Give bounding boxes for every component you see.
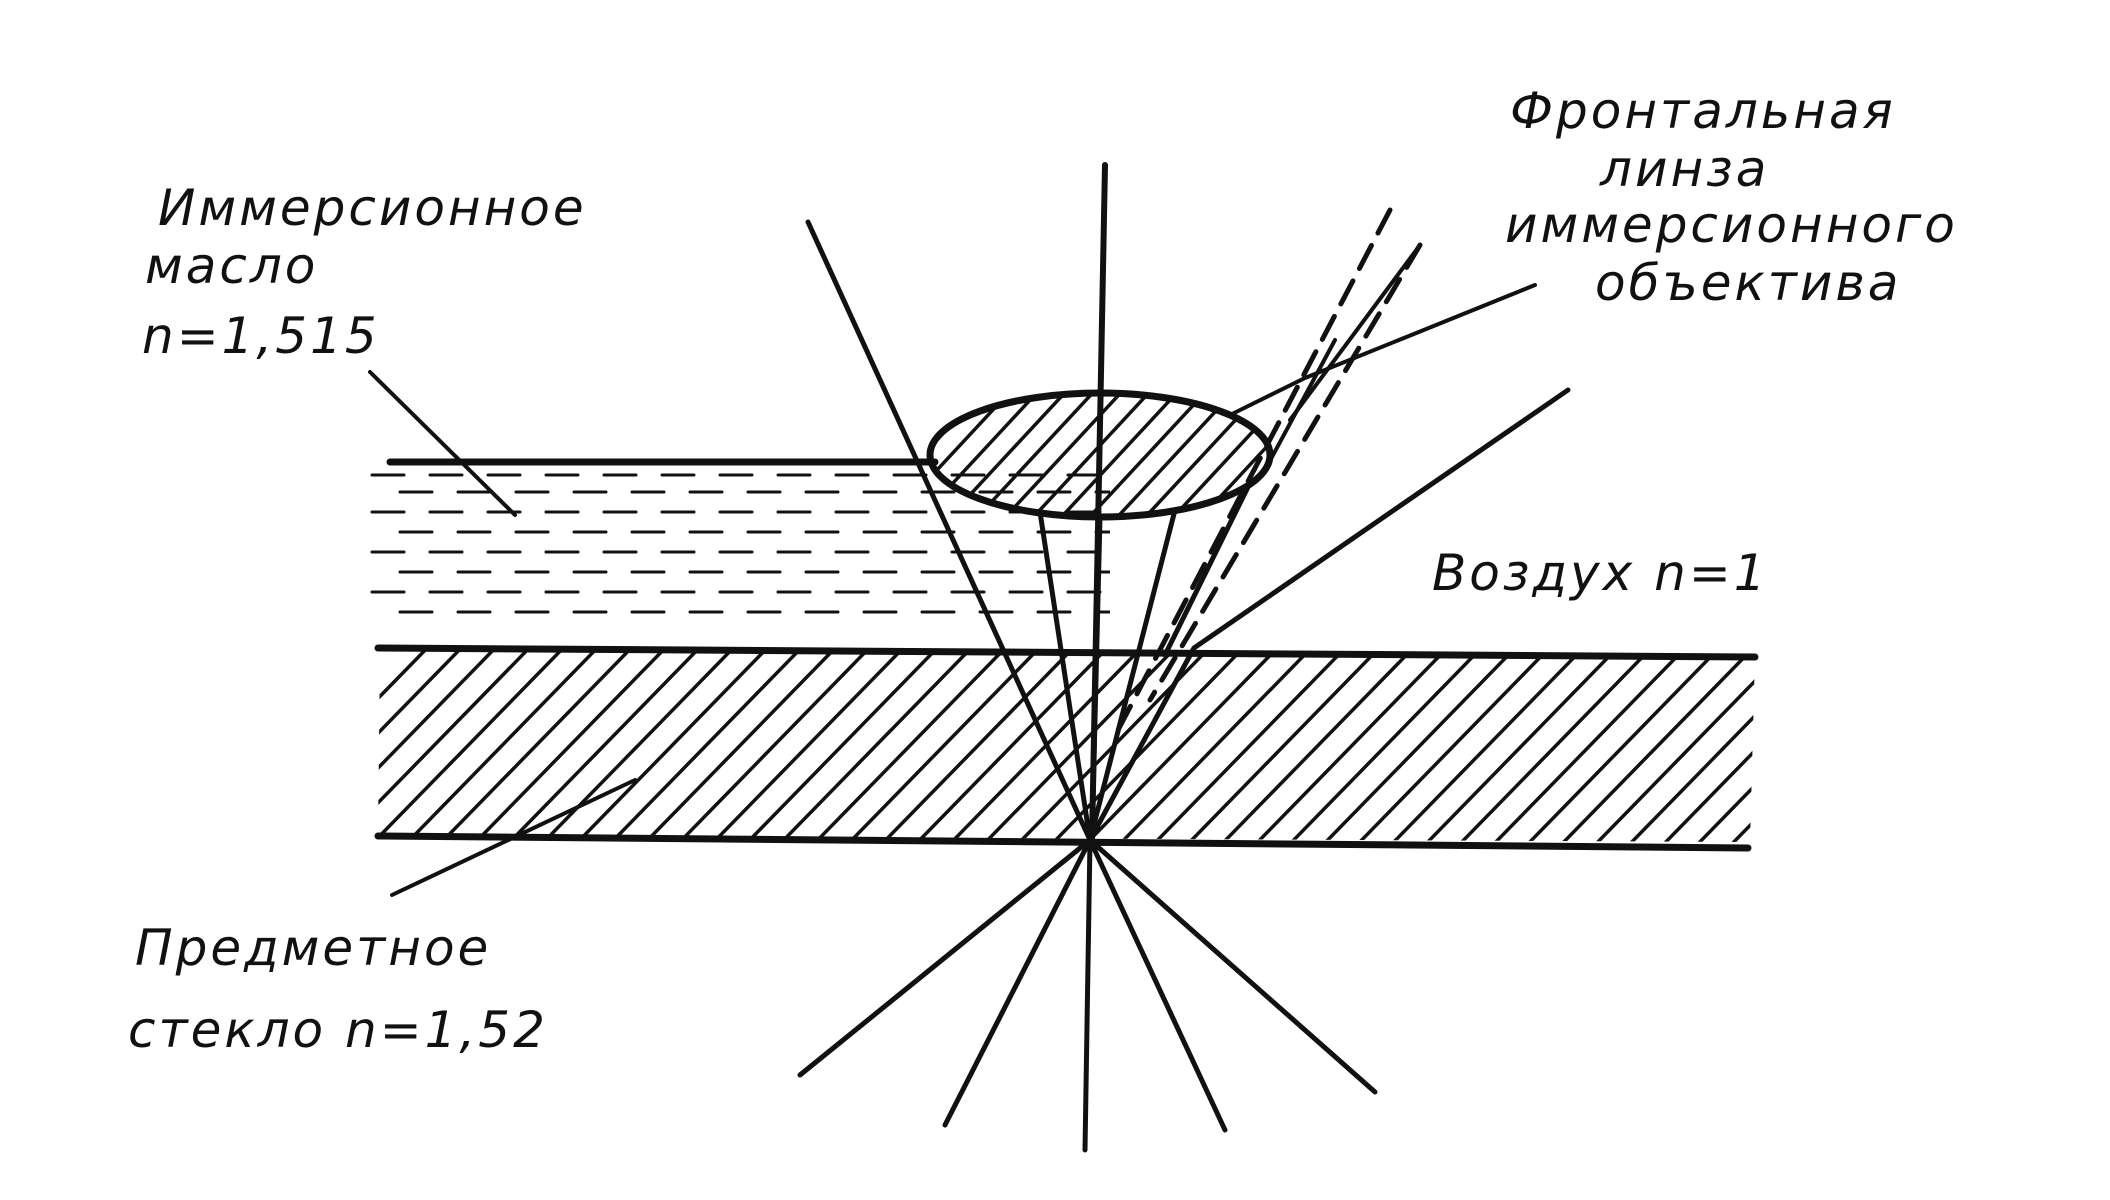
- glass-hatch-line: [398, 648, 607, 842]
- glass-hatch-line: [772, 648, 981, 842]
- glass-hatch-line: [670, 648, 879, 842]
- ray-fan-3: [1082, 837, 1093, 1153]
- label-air: Воздух n=1: [1432, 544, 1769, 602]
- glass-hatch-line: [378, 648, 539, 842]
- glass-hatch-line: [1452, 648, 1661, 842]
- slide-leader-line: [390, 778, 637, 897]
- glass-hatch-line: [1112, 648, 1321, 842]
- ray-right-refracted: [1191, 387, 1571, 651]
- ray-dashed-inner: [1147, 242, 1423, 703]
- lens-leader-line: [1228, 283, 1537, 417]
- glass-hatch-line: [1724, 648, 1755, 842]
- ray-upper-right: [1288, 243, 1422, 422]
- glass-hatch-line: [602, 648, 811, 842]
- glass-hatch-line: [500, 648, 709, 842]
- oil-dashes: [370, 473, 1110, 614]
- glass-hatch-line: [1486, 648, 1695, 842]
- ray-dashed-outer: [1115, 207, 1393, 733]
- ray-fan-5: [1087, 837, 1378, 1095]
- glass-hatch-line: [1418, 648, 1627, 842]
- ray-right-in-glass: [1087, 645, 1197, 843]
- slide-top-edge: [374, 644, 1759, 661]
- label-immersion-oil: Иммерсионное масло n=1,515: [142, 179, 606, 365]
- glass-slide: [374, 640, 1999, 852]
- glass-hatch-line: [908, 648, 1117, 842]
- lens-hatch-line: [1024, 393, 1158, 517]
- label-slide-line2: стекло n=1,52: [128, 1001, 548, 1059]
- light-rays: [797, 162, 1571, 1153]
- glass-hatch-line: [1350, 648, 1559, 842]
- ray-fan-2: [942, 837, 1093, 1128]
- glass-hatch-line: [378, 648, 471, 842]
- glass-hatch-line: [1622, 648, 1755, 842]
- label-front-lens-line1: Фронтальная: [1510, 82, 1896, 140]
- lens-hatch-line: [1052, 393, 1186, 517]
- glass-hatch-line: [1078, 648, 1287, 842]
- label-immersion-oil-line1: Иммерсионное: [158, 179, 587, 237]
- label-immersion-oil-line3: n=1,515: [142, 307, 380, 365]
- label-front-lens-line2: линза: [1599, 140, 1769, 198]
- glass-hatch-line: [1520, 648, 1729, 842]
- lens-hatch-line: [1108, 393, 1242, 517]
- ray-cone-left: [1037, 509, 1093, 843]
- ray-cone-center: [1089, 514, 1103, 843]
- leader-lines: [368, 283, 1537, 897]
- glass-hatch-line: [1214, 648, 1423, 842]
- glass-hatching: [378, 640, 1999, 850]
- label-front-lens-line3: иммерсионного: [1505, 196, 1958, 254]
- lens-hatch-line: [930, 393, 990, 517]
- glass-hatch-line: [378, 648, 573, 842]
- glass-hatch-line: [1760, 640, 1965, 850]
- glass-hatch-line: [874, 648, 1083, 842]
- ray-cone-right: [1087, 507, 1178, 843]
- label-front-lens: Фронтальная линза иммерсионного объектив…: [1505, 82, 1977, 312]
- glass-hatch-line: [636, 648, 845, 842]
- glass-hatch-line: [1384, 648, 1593, 842]
- lens-hatch-line: [1080, 393, 1214, 517]
- glass-hatch-line: [806, 648, 1015, 842]
- glass-hatch-line: [1248, 648, 1457, 842]
- glass-hatch-line: [1588, 648, 1755, 842]
- ray-cone-edge: [1162, 484, 1251, 658]
- ray-left-steep: [805, 219, 1093, 843]
- lens-hatch-line: [930, 393, 962, 517]
- lens-hatch-line: [1164, 393, 1270, 517]
- slide-bottom-edge: [374, 832, 1752, 852]
- glass-hatch-line: [1554, 648, 1755, 842]
- glass-hatch-line: [704, 648, 913, 842]
- label-immersion-oil-line2: масло: [145, 237, 318, 295]
- lens-hatch-line: [996, 393, 1130, 517]
- label-slide: Предметное стекло n=1,52: [128, 919, 548, 1059]
- glass-hatch-line: [1180, 648, 1389, 842]
- glass-hatch-line: [1656, 648, 1755, 842]
- glass-hatch-line: [432, 648, 641, 842]
- glass-hatch-line: [738, 648, 947, 842]
- glass-hatch-line: [466, 648, 675, 842]
- glass-hatch-line: [1146, 648, 1355, 842]
- ray-fan-1: [797, 837, 1093, 1078]
- label-front-lens-line4: объектива: [1595, 254, 1901, 312]
- glass-hatch-line: [378, 648, 437, 842]
- oil-leader-line: [368, 370, 517, 517]
- glass-hatch-line: [1282, 648, 1491, 842]
- glass-hatch-line: [1794, 640, 1999, 850]
- glass-hatch-line: [1316, 648, 1525, 842]
- glass-hatch-line: [840, 648, 1049, 842]
- glass-hatch-line: [534, 648, 743, 842]
- glass-hatch-line: [1690, 648, 1755, 842]
- glass-hatch-line: [568, 648, 777, 842]
- label-slide-line1: Предметное: [135, 919, 491, 977]
- glass-hatch-line: [378, 648, 505, 842]
- ray-fan-4: [1087, 837, 1228, 1133]
